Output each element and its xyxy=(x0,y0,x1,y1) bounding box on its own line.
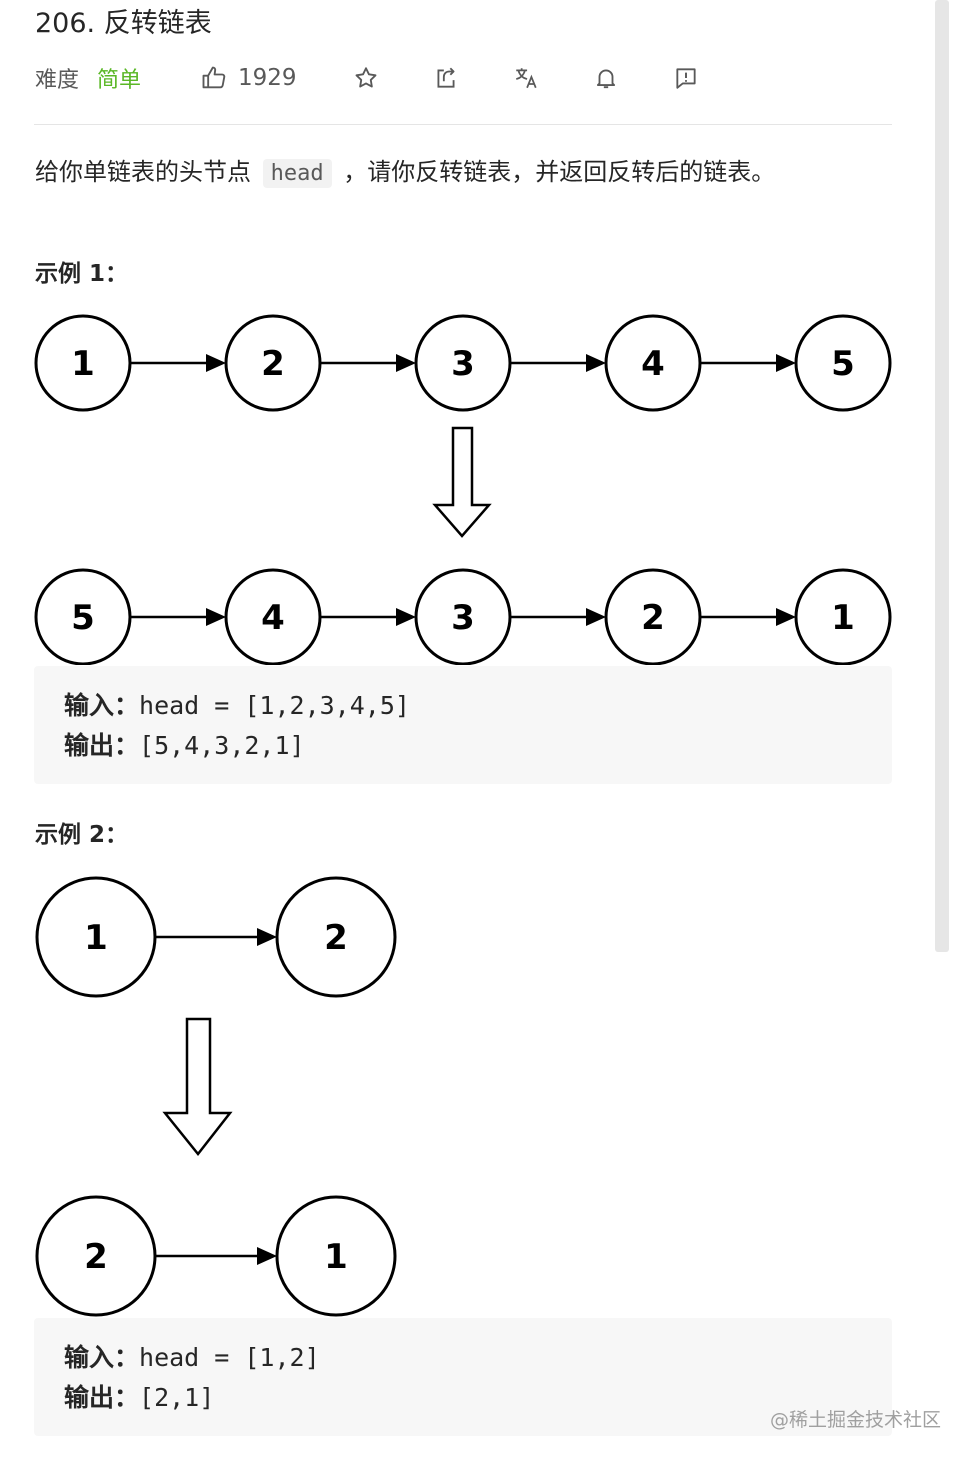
problem-description: 给你单链表的头节点 head ，请你反转链表，并返回反转后的链表。 xyxy=(35,150,775,196)
output-value: [5,4,3,2,1] xyxy=(139,731,305,760)
arrow-head-icon xyxy=(206,608,226,626)
list-node-label: 2 xyxy=(641,598,665,638)
list-node xyxy=(275,876,397,998)
example-2-io: 输入：head = [1,2] 输出：[2,1] xyxy=(34,1318,892,1436)
list-node xyxy=(414,314,512,412)
reverse-arrow-icon xyxy=(432,426,492,538)
list-node-label: 1 xyxy=(71,344,95,384)
list-node-label: 5 xyxy=(71,598,95,638)
problem-meta-bar: 难度 简单 1929 xyxy=(35,60,915,96)
difficulty-label: 难度 xyxy=(35,68,80,93)
star-icon xyxy=(355,67,377,88)
problem-title: 206. 反转链表 xyxy=(35,8,212,39)
output-label: 输出： xyxy=(64,1383,140,1412)
feedback-button[interactable] xyxy=(670,62,702,94)
output-value: [2,1] xyxy=(139,1383,215,1412)
list-node-label: 3 xyxy=(451,344,475,384)
list-node xyxy=(604,314,702,412)
arrow-head-icon xyxy=(396,608,416,626)
example-2-input: 输入：head = [1,2] xyxy=(64,1338,320,1374)
list-node xyxy=(794,568,892,665)
difficulty-badge: 简单 xyxy=(97,68,142,93)
list-node xyxy=(35,1195,157,1317)
watermark: @稀土掘金技术社区 xyxy=(770,1409,942,1431)
input-label: 输入： xyxy=(64,691,140,720)
arrow-head-icon xyxy=(586,354,606,372)
arrow-head-icon xyxy=(586,608,606,626)
example-1-diagram: 1 2 3 4 5 5 4 3 2 1 xyxy=(34,314,892,665)
input-value: head = [1,2,3,4,5] xyxy=(139,691,410,720)
list-node-label: 5 xyxy=(831,344,855,384)
example-2-output: 输出：[2,1] xyxy=(64,1378,214,1414)
list-node xyxy=(275,1195,397,1317)
arrow-head-icon xyxy=(257,1247,277,1265)
description-text-before: 给你单链表的头节点 xyxy=(35,158,251,186)
list-node-label: 4 xyxy=(261,598,285,638)
description-text-after: ，请你反转链表，并返回反转后的链表。 xyxy=(343,158,776,186)
arrow-head-icon xyxy=(396,354,416,372)
list-node-label: 2 xyxy=(324,918,348,958)
thumbs-up-icon xyxy=(202,66,226,89)
arrow-head-icon xyxy=(776,608,796,626)
output-label: 输出： xyxy=(64,731,140,760)
feedback-icon xyxy=(676,68,696,89)
input-label: 输入： xyxy=(64,1343,140,1372)
example-1-before-list: 1 2 3 4 5 xyxy=(34,314,892,412)
description-code: head xyxy=(262,159,332,188)
reverse-arrow-icon xyxy=(162,1017,233,1157)
list-node xyxy=(35,876,157,998)
list-node xyxy=(224,314,322,412)
list-node xyxy=(794,314,892,412)
example-1-input: 输入：head = [1,2,3,4,5] xyxy=(64,686,410,722)
favorite-button[interactable] xyxy=(350,62,382,94)
list-node-label: 1 xyxy=(84,918,108,958)
list-node-label: 1 xyxy=(831,598,855,638)
example-1-io: 输入：head = [1,2,3,4,5] 输出：[5,4,3,2,1] xyxy=(34,666,892,784)
list-node-label: 2 xyxy=(261,344,285,384)
bell-icon xyxy=(596,69,616,89)
arrow-head-icon xyxy=(257,928,277,946)
translate-icon xyxy=(515,68,537,89)
input-value: head = [1,2] xyxy=(139,1343,320,1372)
example-1-output: 输出：[5,4,3,2,1] xyxy=(64,726,305,762)
example-1-title: 示例 1： xyxy=(35,261,129,287)
list-node xyxy=(224,568,322,665)
share-icon xyxy=(437,67,455,88)
like-button[interactable]: 1929 xyxy=(200,60,297,96)
arrow-head-icon xyxy=(206,354,226,372)
list-node-label: 3 xyxy=(451,598,475,638)
list-node xyxy=(34,314,132,412)
list-node xyxy=(414,568,512,665)
translate-button[interactable] xyxy=(510,62,542,94)
arrow-head-icon xyxy=(776,354,796,372)
like-count: 1929 xyxy=(238,65,297,91)
list-node-label: 4 xyxy=(641,344,665,384)
list-node-label: 2 xyxy=(84,1237,108,1277)
list-node xyxy=(34,568,132,665)
list-node-label: 1 xyxy=(324,1237,348,1277)
share-button[interactable] xyxy=(430,62,462,94)
example-1-after-list: 5 4 3 2 1 xyxy=(34,568,892,665)
vertical-scrollbar[interactable] xyxy=(935,0,949,952)
header-divider xyxy=(34,124,892,125)
example-2-title: 示例 2： xyxy=(35,822,129,848)
list-node xyxy=(604,568,702,665)
subscribe-button[interactable] xyxy=(590,62,622,94)
difficulty: 难度 简单 xyxy=(35,60,141,96)
